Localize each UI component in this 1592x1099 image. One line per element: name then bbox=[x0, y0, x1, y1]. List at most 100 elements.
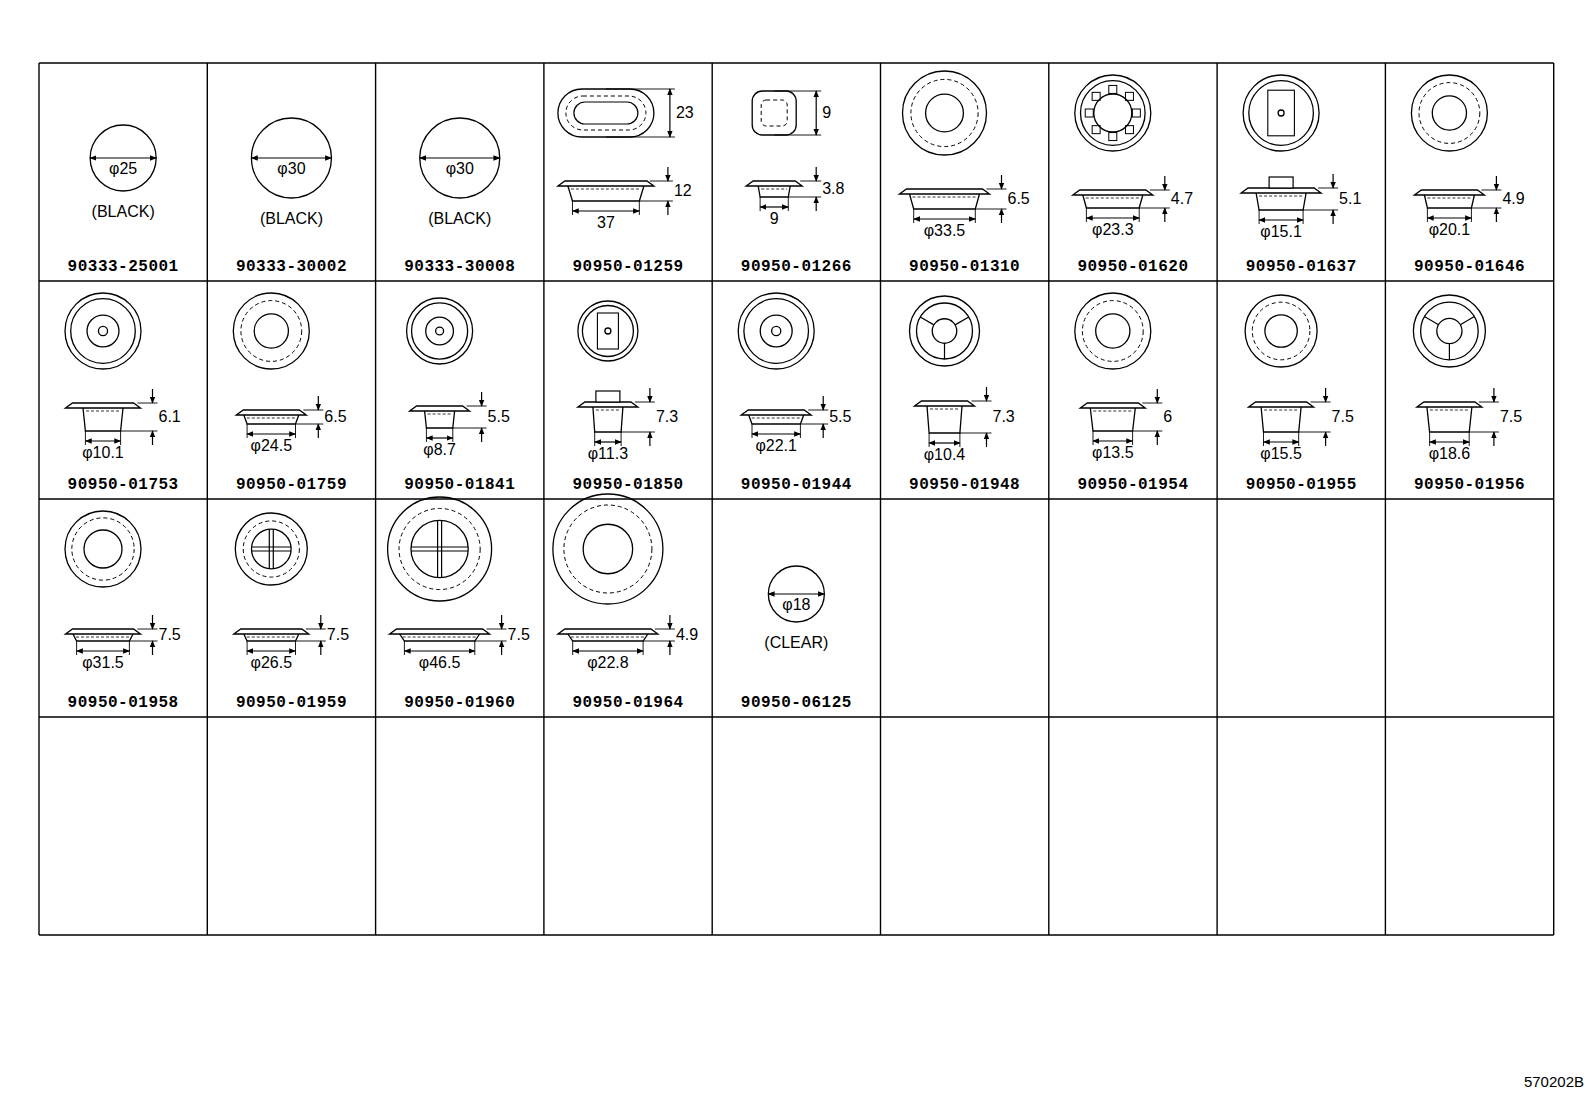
extension-line bbox=[572, 641, 573, 655]
top-view-outline bbox=[251, 529, 291, 569]
dimension-arrow bbox=[152, 431, 153, 445]
dimension-value: φ11.3 bbox=[588, 445, 628, 463]
extension-line bbox=[129, 641, 130, 655]
drawing-code: 570202B bbox=[1524, 1073, 1584, 1090]
part-number: 90950-01954 bbox=[1077, 476, 1188, 494]
hidden-line bbox=[1093, 411, 1132, 412]
part-number: 90950-01958 bbox=[68, 694, 179, 712]
dimension-value: 23 bbox=[676, 104, 694, 122]
flange-profile bbox=[1080, 403, 1145, 408]
extension-line bbox=[1427, 208, 1428, 222]
dimension-line bbox=[1430, 441, 1470, 442]
dimension-value: 6.5 bbox=[1008, 190, 1030, 208]
extension-line bbox=[404, 641, 405, 655]
dimension-line bbox=[572, 210, 639, 211]
extension-line bbox=[635, 402, 655, 403]
diameter-line bbox=[90, 157, 156, 158]
top-view-outline bbox=[1437, 318, 1462, 343]
dimension-arrow bbox=[320, 615, 321, 629]
top-view-outline bbox=[911, 79, 978, 146]
extension-line bbox=[959, 433, 960, 447]
extension-line bbox=[752, 424, 753, 438]
top-view-outline bbox=[582, 306, 633, 357]
extension-line bbox=[1142, 403, 1162, 404]
dimension-arrow bbox=[152, 389, 153, 403]
top-view-outline bbox=[65, 293, 141, 369]
top-view-outline bbox=[241, 301, 302, 362]
part-number: 90950-01637 bbox=[1246, 258, 1357, 276]
dimension-arrow bbox=[1157, 389, 1158, 403]
body-profile bbox=[758, 186, 790, 197]
body-profile bbox=[749, 415, 804, 424]
hidden-line bbox=[403, 637, 477, 638]
extension-line bbox=[913, 209, 914, 223]
dimension-line bbox=[760, 206, 788, 207]
dimension-value: φ13.5 bbox=[1092, 444, 1134, 462]
diameter-line bbox=[768, 593, 824, 594]
dimension-value: 6 bbox=[1163, 408, 1172, 426]
dimension-arrow bbox=[669, 615, 670, 629]
dimension-value: φ15.5 bbox=[1260, 445, 1302, 463]
dimension-arrow bbox=[667, 167, 668, 181]
top-view-outline bbox=[564, 505, 652, 593]
dimension-arrow bbox=[816, 167, 817, 181]
dimension-arrow bbox=[152, 615, 153, 629]
part-number: 90950-01310 bbox=[909, 258, 1020, 276]
top-view-outline bbox=[1432, 96, 1466, 130]
top-view-outline bbox=[436, 327, 444, 335]
flange-profile bbox=[746, 181, 802, 186]
diameter-value: φ30 bbox=[446, 160, 474, 178]
dimension-value: 7.5 bbox=[159, 626, 181, 644]
hidden-line bbox=[428, 414, 452, 415]
extension-line bbox=[467, 406, 487, 407]
part-number: 90950-01960 bbox=[404, 694, 515, 712]
dimension-line bbox=[1259, 219, 1303, 220]
oval-outline bbox=[574, 102, 638, 124]
top-view-outline bbox=[254, 314, 288, 348]
body-profile bbox=[1261, 407, 1301, 432]
dimension-value: φ10.1 bbox=[82, 444, 124, 462]
top-view-outline bbox=[1419, 83, 1480, 144]
extension-line bbox=[929, 433, 930, 447]
dimension-line bbox=[404, 650, 474, 651]
flange-profile bbox=[558, 181, 654, 186]
hidden-line bbox=[752, 418, 801, 419]
slit-line bbox=[920, 317, 934, 325]
dimension-line bbox=[1264, 441, 1299, 442]
extension-line bbox=[76, 641, 77, 655]
dimension-arrow bbox=[986, 387, 987, 401]
extension-line bbox=[800, 424, 828, 425]
hidden-line bbox=[1430, 410, 1469, 411]
dimension-arrow bbox=[481, 428, 482, 442]
body-profile bbox=[1424, 195, 1474, 208]
hidden-line bbox=[86, 411, 120, 412]
table-grid-line bbox=[39, 498, 1554, 499]
dimension-value: 6.1 bbox=[159, 408, 181, 426]
top-view-outline bbox=[411, 520, 468, 577]
dimension-line bbox=[247, 433, 295, 434]
cross-rib bbox=[411, 546, 468, 547]
gear-tooth bbox=[1125, 126, 1133, 134]
hidden-line bbox=[596, 410, 620, 411]
top-view-outline bbox=[760, 315, 792, 347]
top-view-outline bbox=[399, 508, 480, 589]
top-view-outline bbox=[932, 319, 957, 344]
part-number: 90950-01753 bbox=[68, 476, 179, 494]
table-grid-line bbox=[39, 716, 1554, 717]
part-number: 90950-01959 bbox=[236, 694, 347, 712]
extension-line bbox=[774, 135, 821, 136]
hidden-line bbox=[1264, 410, 1298, 411]
extension-line bbox=[987, 189, 1007, 190]
extension-line bbox=[639, 201, 640, 215]
diameter-line bbox=[420, 157, 500, 158]
dimension-arrow bbox=[1332, 210, 1333, 224]
dimension-arrow bbox=[649, 388, 650, 402]
boss-profile bbox=[596, 391, 620, 402]
extension-line bbox=[1479, 402, 1499, 403]
dimension-arrow bbox=[1325, 388, 1326, 402]
part-number: 90950-01620 bbox=[1077, 258, 1188, 276]
dimension-arrow bbox=[318, 396, 319, 410]
dimension-line bbox=[1086, 217, 1139, 218]
extension-line bbox=[606, 137, 675, 138]
table-grid-line bbox=[39, 62, 1554, 63]
